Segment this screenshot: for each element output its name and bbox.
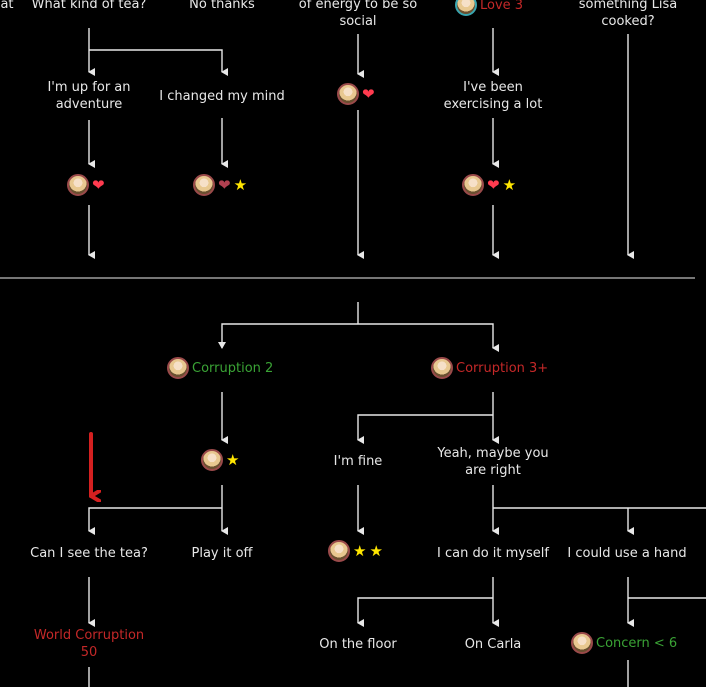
node-use-a-hand: I could use a hand: [567, 546, 687, 561]
star-icon: ★: [226, 451, 240, 469]
heart-icon: ❤: [92, 176, 105, 194]
character-portrait-icon: [193, 174, 215, 196]
node-on-carla: On Carla: [464, 637, 522, 652]
node-corruption-3-plus: Corruption 3+: [431, 357, 548, 379]
character-portrait-icon: [328, 540, 350, 562]
character-portrait-icon: [431, 357, 453, 379]
node-im-fine: I'm fine: [333, 454, 383, 469]
node-lisa-cooked: something Lisa cooked?: [578, 0, 678, 29]
node-up-for-adventure: I'm up for an adventure: [47, 80, 131, 112]
reward-love: ❤: [67, 174, 105, 196]
requirement-label: Concern < 6: [596, 635, 678, 651]
star-icon: ★: [369, 542, 383, 560]
node-can-i-see-tea: Can I see the tea?: [30, 546, 148, 561]
star-icon: ★: [502, 176, 517, 194]
edge-fragment-text: at: [0, 0, 14, 12]
reward-love: ❤: [337, 83, 375, 105]
star-icon: ★: [353, 542, 367, 560]
node-corruption-2: Corruption 2: [167, 357, 273, 379]
node-love-requirement: Love 3: [455, 0, 523, 16]
character-portrait-icon: [167, 357, 189, 379]
node-play-it-off: Play it off: [191, 546, 253, 561]
character-portrait-icon: [462, 174, 484, 196]
node-world-corruption: World Corruption 50: [33, 628, 145, 660]
node-what-kind-of-tea: What kind of tea?: [31, 0, 147, 12]
heart-icon: ❤: [362, 85, 375, 103]
character-portrait-icon: [201, 449, 223, 471]
requirement-label: Corruption 2: [192, 360, 274, 376]
reward-love-star: ❤ ★: [462, 174, 516, 196]
requirement-label: Corruption 3+: [456, 360, 549, 376]
character-portrait-icon: [67, 174, 89, 196]
reward-two-stars: ★ ★: [328, 540, 383, 562]
node-concern: Concern < 6: [571, 632, 677, 654]
node-maybe-right: Yeah, maybe you are right: [437, 446, 549, 478]
requirement-label: Love 3: [480, 0, 524, 13]
star-icon: ★: [233, 176, 248, 194]
broken-heart-icon: ❤: [218, 176, 231, 194]
heart-icon: ❤: [487, 176, 500, 194]
node-no-thanks: No thanks: [189, 0, 255, 12]
character-portrait-icon: [337, 83, 359, 105]
node-exercising: I've been exercising a lot: [443, 80, 543, 112]
node-changed-my-mind: I changed my mind: [159, 89, 285, 104]
node-energy-social: of energy to be so social: [298, 0, 418, 29]
node-do-it-myself: I can do it myself: [437, 546, 549, 561]
reward-star: ★: [201, 449, 239, 471]
reward-broken-heart-star: ❤ ★: [193, 174, 247, 196]
character-portrait-icon: [571, 632, 593, 654]
character-portrait-icon: [455, 0, 477, 16]
node-on-the-floor: On the floor: [319, 637, 397, 652]
